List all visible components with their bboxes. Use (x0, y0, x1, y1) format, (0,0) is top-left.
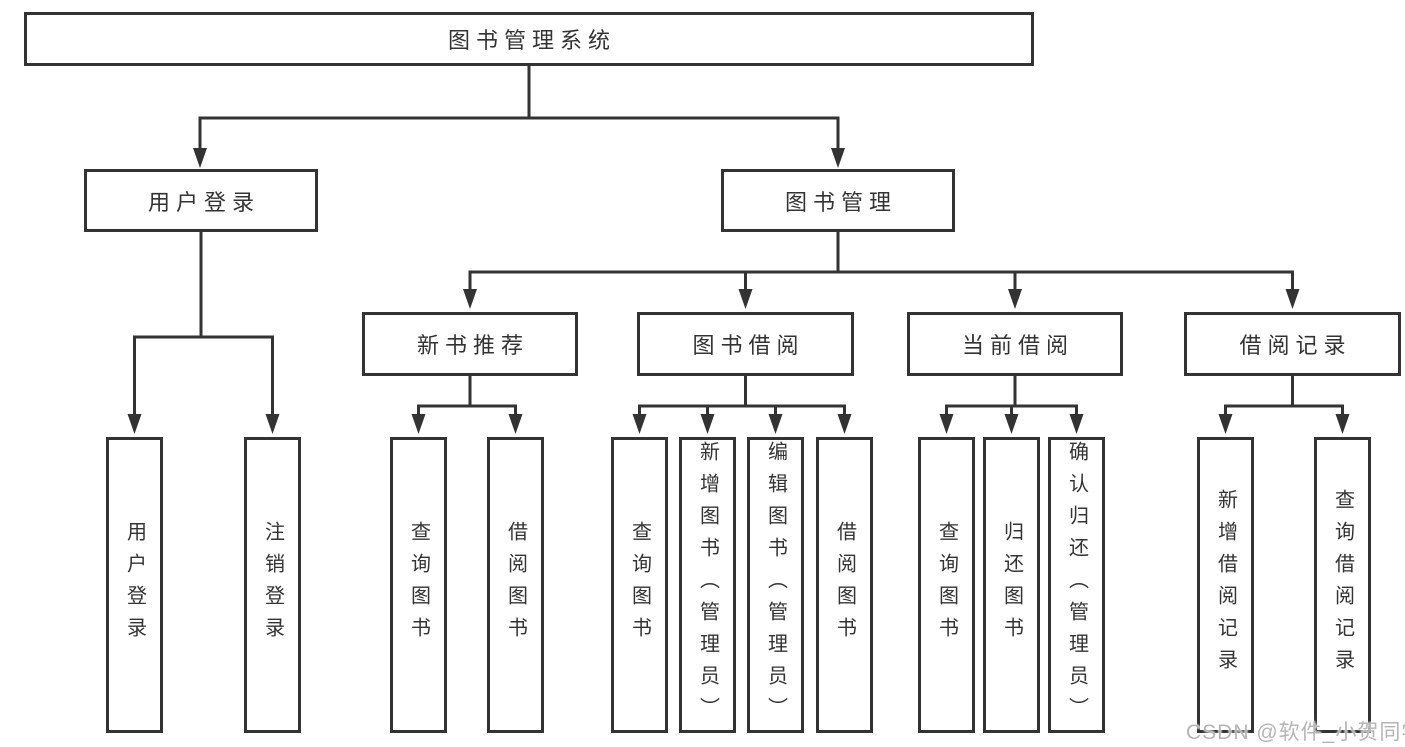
leaf-borrow-books-recommend: 借阅图书 (487, 437, 544, 733)
branch-user-login: 用户登录 (84, 169, 318, 232)
root-node-library-management-system: 图书管理系统 (24, 12, 1034, 66)
csdn-watermark: CSDN @软件_小贺同学 (1186, 721, 1405, 744)
leaf-edit-book-admin: 编辑图书（管理员） (747, 437, 804, 733)
leaf-add-borrow-record: 新增借阅记录 (1197, 437, 1254, 733)
leaf-return-books: 归还图书 (983, 437, 1040, 733)
node-book-borrowing: 图书借阅 (637, 312, 854, 376)
leaf-logout: 注销登录 (244, 437, 301, 733)
leaf-query-borrow-record: 查询借阅记录 (1314, 437, 1371, 733)
leaf-add-book-admin: 新增图书（管理员） (679, 437, 736, 733)
node-borrowing-records: 借阅记录 (1184, 312, 1401, 376)
leaf-query-books-borrowing: 查询图书 (611, 437, 668, 733)
node-new-book-recommendation: 新书推荐 (362, 312, 578, 376)
branch-book-management: 图书管理 (721, 169, 955, 232)
node-current-borrowing: 当前借阅 (907, 312, 1123, 376)
leaf-borrow-books-borrowing: 借阅图书 (816, 437, 873, 733)
leaf-user-login: 用户登录 (106, 437, 163, 733)
leaf-query-books-recommend: 查询图书 (390, 437, 447, 733)
leaf-query-books-current: 查询图书 (918, 437, 975, 733)
leaf-confirm-return-admin: 确认归还（管理员） (1048, 437, 1105, 733)
